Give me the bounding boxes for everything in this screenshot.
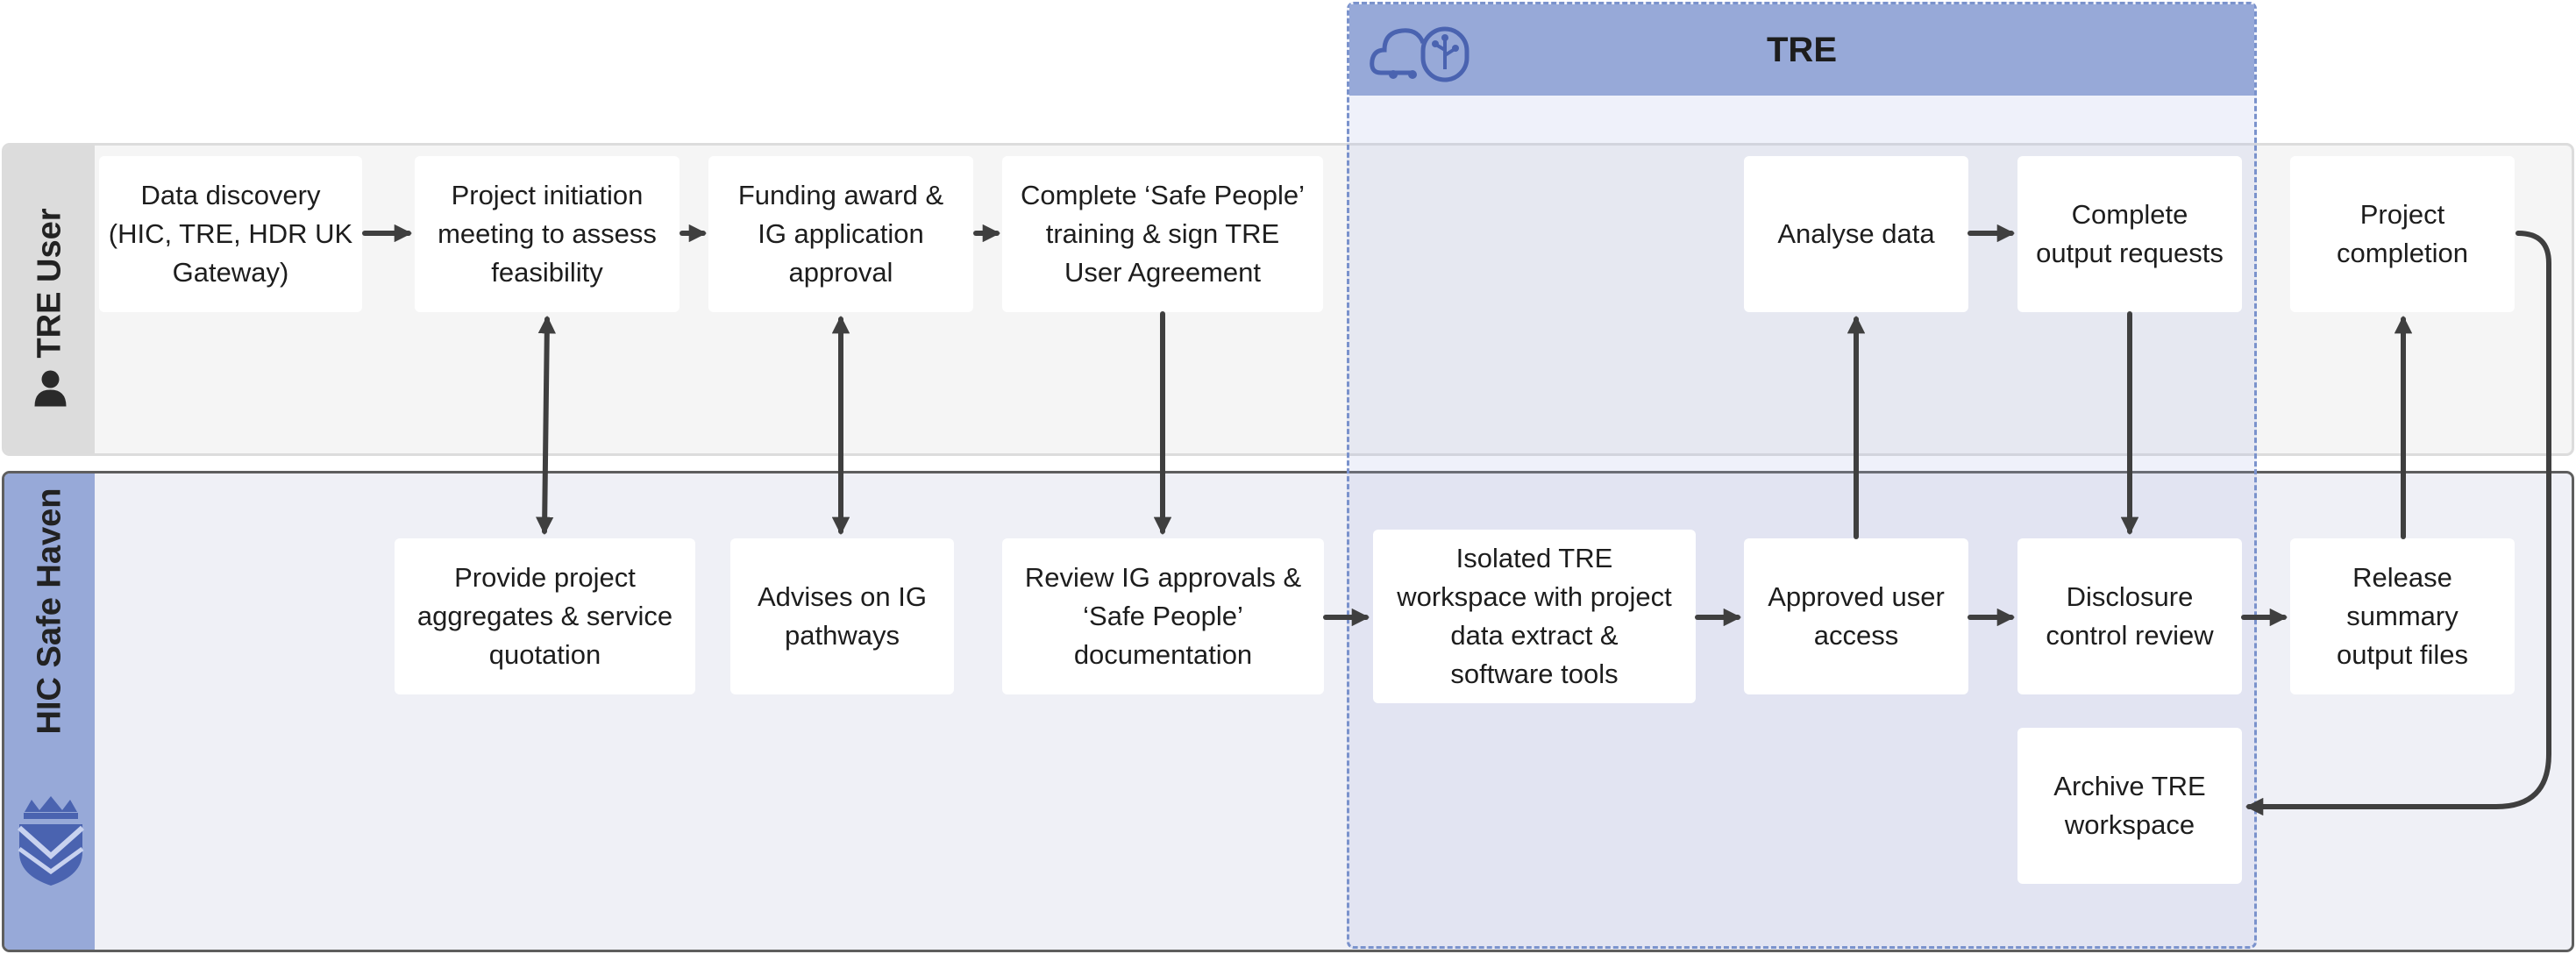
person-icon: [32, 370, 68, 407]
tre-user-lane-title: TRE User: [31, 208, 68, 359]
hic-safe-haven-lane-title: HIC Safe Haven: [31, 488, 68, 735]
university-crest-icon: [16, 793, 86, 893]
step-provide-aggregates: Provide project aggregates & service quo…: [395, 538, 695, 694]
step-disclosure-review: Disclosure control review: [2017, 538, 2242, 694]
cloud-network-icon: [1369, 20, 1472, 91]
step-advises-ig: Advises on IG pathways: [730, 538, 954, 694]
step-safe-people-training: Complete ‘Safe People’ training & sign T…: [1002, 156, 1323, 312]
step-release-output: Release summary output files: [2290, 538, 2515, 694]
step-analyse-data: Analyse data: [1744, 156, 1968, 312]
tre-header: [1349, 4, 2254, 96]
step-isolated-workspace: Isolated TRE workspace with project data…: [1373, 530, 1696, 703]
step-review-ig: Review IG approvals & ‘Safe People’ docu…: [1002, 538, 1324, 694]
step-funding-award: Funding award & IG application approval: [708, 156, 973, 312]
step-approved-access: Approved user access: [1744, 538, 1968, 694]
step-data-discovery: Data discovery (HIC, TRE, HDR UK Gateway…: [99, 156, 362, 312]
step-project-initiation: Project initiation meeting to assess fea…: [415, 156, 680, 312]
tre-user-lane-label: TRE User: [31, 208, 69, 407]
step-project-completion: Project completion: [2290, 156, 2515, 312]
step-archive-workspace: Archive TRE workspace: [2017, 728, 2242, 884]
hic-safe-haven-lane-label: HIC Safe Haven: [32, 488, 69, 735]
step-complete-output-requests: Complete output requests: [2017, 156, 2242, 312]
tre-title: TRE: [1767, 31, 1837, 69]
